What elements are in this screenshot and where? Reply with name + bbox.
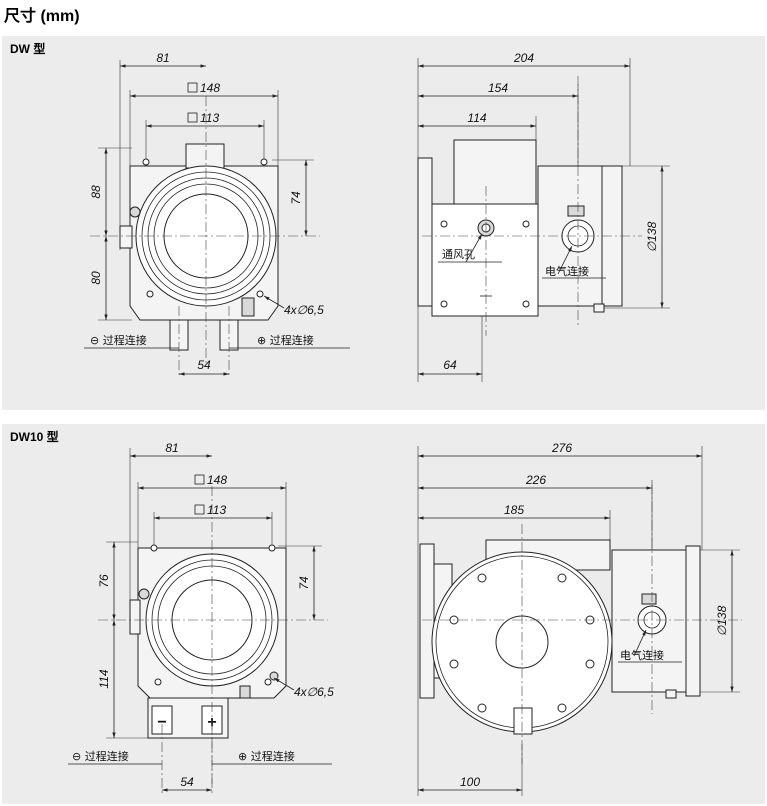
dw-mount-hole: [260, 158, 268, 166]
dw10-minus-sign: −: [157, 714, 166, 731]
dw-vent-label: 通风孔: [442, 248, 475, 261]
dw10-side-flange: [419, 543, 435, 699]
dw-panel: DW 型: [2, 36, 765, 410]
dw-dim-148: 148: [200, 81, 220, 95]
dw-dim-138: ∅138: [645, 221, 659, 252]
dw10-proc-minus-label: ⊖ 过程连接: [72, 750, 129, 763]
dw-dim-74: 74: [289, 191, 303, 205]
dw-proc-minus-label: ⊖ 过程连接: [90, 334, 147, 347]
page-title: 尺寸 (mm): [4, 8, 80, 25]
dw10-holes-label: 4x∅6,5: [294, 685, 334, 699]
dw10-mount-hole: [264, 678, 272, 686]
dw10-mount-hole: [150, 544, 158, 552]
dw10-side-view: 276 226 185 100 ∅138 电气连接: [417, 441, 742, 796]
dw-dim-113: 113: [200, 111, 219, 125]
dw10-dim-226: 226: [525, 473, 546, 487]
dw10-dim-276: 276: [551, 441, 572, 455]
dw-mount-hole: [146, 290, 154, 298]
dw-side-flange: [417, 157, 433, 307]
dw10-front-view: − + 81 148 113 76 114 74 54: [68, 441, 334, 796]
dw-front-top-lug: [185, 143, 225, 169]
dw10-mount-hole: [154, 678, 162, 686]
dw-side-view: 204 154 114 64 ∅138 通风孔 电气连接: [417, 51, 670, 382]
dw-panel-label: DW 型: [10, 42, 46, 56]
dw10-proc-plus-label: ⊕ 过程连接: [238, 750, 295, 763]
dw10-panel: DW10 型: [2, 424, 765, 804]
dw-dim-88: 88: [89, 185, 103, 199]
dw10-electric-label: 电气连接: [620, 648, 664, 662]
dw-dim-154: 154: [488, 81, 508, 95]
dw10-dim-81: 81: [165, 441, 178, 455]
dw10-drawing: − + 81 148 113 76 114 74 54: [68, 441, 742, 796]
dw-drawing: 81 148 113 88 80 74 54 4x∅6,5 ⊖ 过程连接 ⊕ 过…: [84, 51, 670, 382]
dw-dim-64: 64: [443, 358, 457, 372]
dw-holes-label: 4x∅6,5: [284, 303, 324, 317]
dw10-front-screw: [138, 588, 150, 600]
dw-dim-80: 80: [89, 271, 103, 285]
dw10-dim-138: ∅138: [715, 605, 729, 636]
dw-dim-114: 114: [467, 111, 486, 125]
dw-mount-hole: [142, 158, 150, 166]
dw10-dim-114: 114: [97, 669, 111, 688]
dw-dim-54: 54: [197, 358, 211, 372]
dw-front-view: 81 148 113 88 80 74 54 4x∅6,5 ⊖ 过程连接 ⊕ 过…: [84, 51, 350, 376]
dw10-dim-100: 100: [460, 775, 480, 789]
dw-mount-hole: [256, 290, 264, 298]
dw-proc-plus-label: ⊕ 过程连接: [257, 334, 314, 347]
dw-front-left-lug: [119, 225, 133, 249]
dw-front-screw: [129, 206, 141, 218]
dw10-panel-label: DW10 型: [10, 430, 59, 444]
dw-side-upper-housing: [453, 139, 537, 205]
dw10-dim-74: 74: [297, 576, 311, 590]
dw10-dim-113: 113: [207, 503, 226, 517]
dw-electric-label: 电气连接: [545, 264, 589, 278]
dw-front-valve: [241, 297, 255, 317]
dw10-dim-185: 185: [504, 503, 524, 517]
dw10-dim-76: 76: [97, 574, 111, 588]
dw-dim-204: 204: [513, 51, 534, 65]
dw10-dim-148: 148: [207, 473, 227, 487]
dw-dim-81: 81: [156, 51, 169, 65]
dw10-dim-54: 54: [180, 775, 194, 789]
dw10-mount-hole: [268, 544, 276, 552]
